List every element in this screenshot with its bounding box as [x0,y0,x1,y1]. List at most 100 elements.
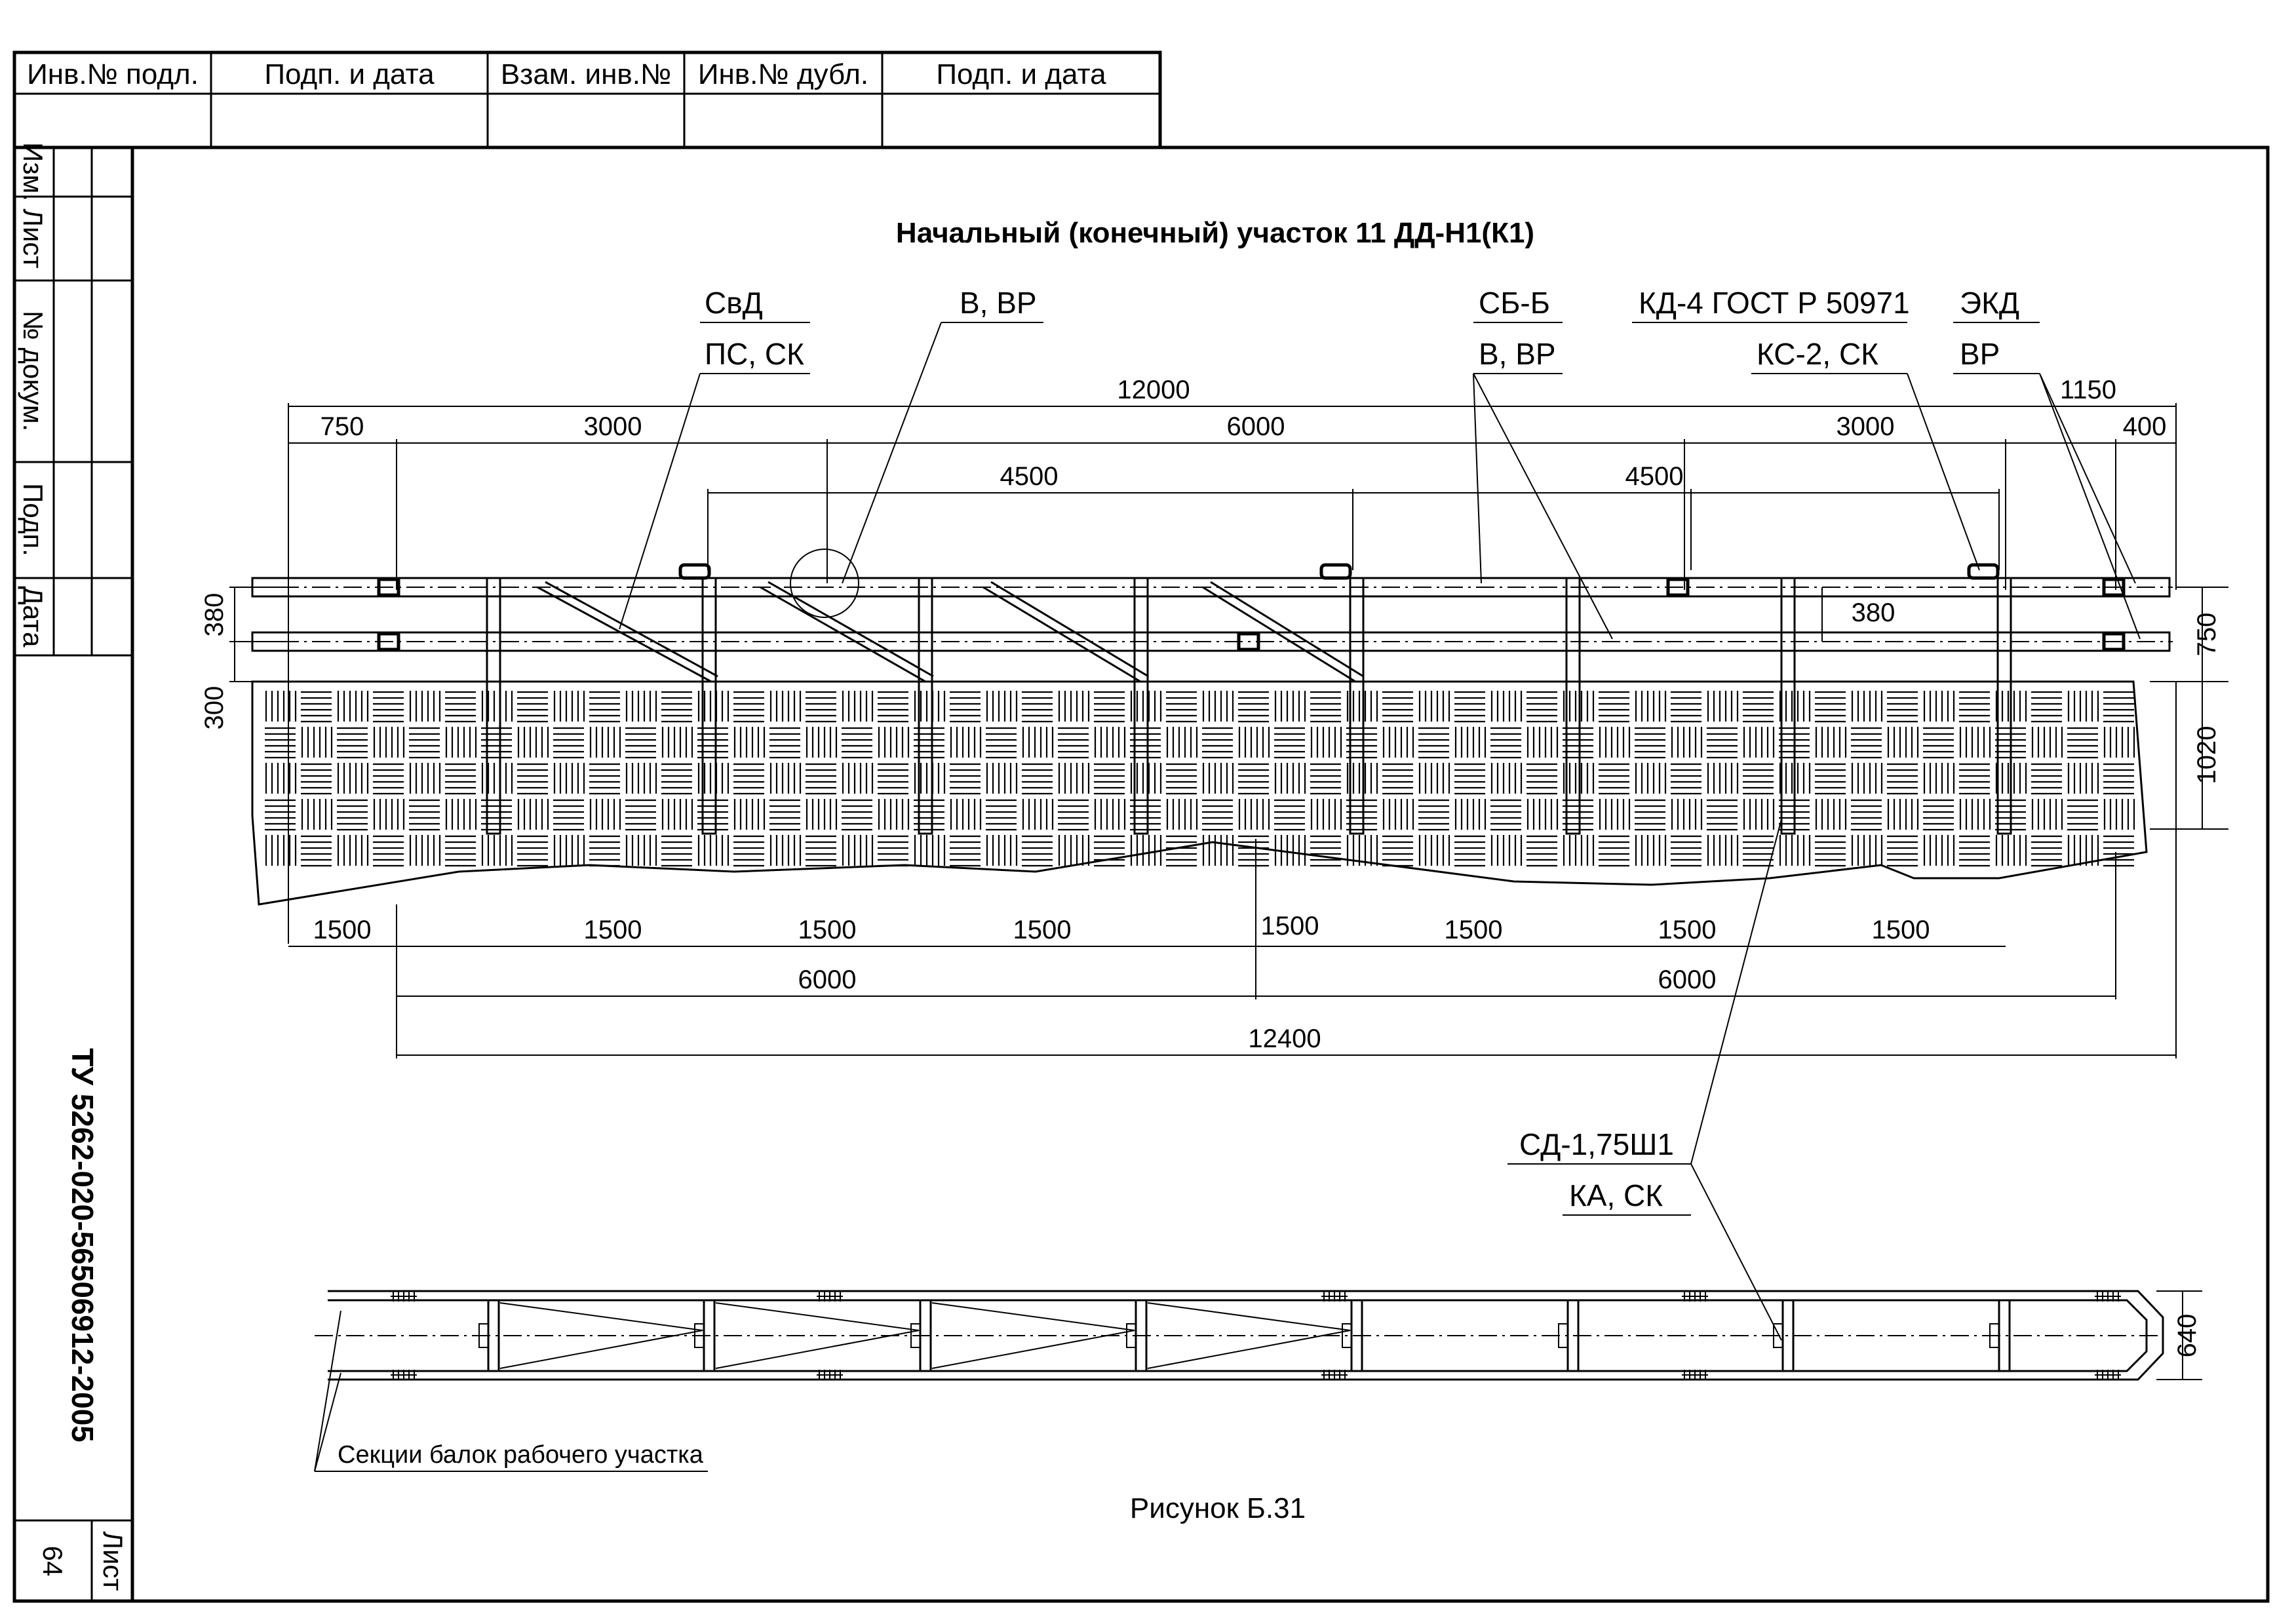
posts [486,577,2012,835]
hatch-block [1815,727,1847,758]
hatch-block [842,799,872,831]
hatch-block [589,727,621,758]
hatch-block [1058,691,1090,722]
hatch-block [1094,691,1125,723]
hatch-block [1418,799,1449,831]
hatch-block [661,727,693,758]
callout-ps-sk: ПС, СК [705,337,804,371]
hatch-block [842,763,874,794]
hatch-block [1887,727,1919,758]
hatch-block [1166,799,1198,830]
hatch-block [337,727,368,759]
dim-4500-left: 4500 [1000,462,1059,491]
hatch-block [1635,799,1665,831]
hatch-block [1599,727,1631,758]
drawing-title: Начальный (конечный) участок 11 ДД-Н1(К1… [896,217,1534,249]
dim-640: 640 [2173,1314,2202,1358]
hatch-block [1635,727,1665,759]
hatch-block [1058,763,1090,794]
dim-6000-left: 6000 [798,965,857,994]
hatch-block [2031,835,2062,867]
dimensions-bottom: 1500 1500 1500 1500 1500 1500 1500 1500 … [288,682,2177,1058]
hatch-block [1887,835,1918,867]
hatch-block [373,727,405,758]
hatch-block [1346,691,1378,722]
plan-post [487,1299,500,1372]
hatch-block [878,691,908,723]
hatch-block [1238,727,1270,758]
hatch-block [1923,835,1955,866]
hatch-block [1238,763,1269,795]
hatch-block [337,691,369,722]
hatch-block [1238,691,1269,723]
hatch-block [806,691,836,723]
post [701,577,717,835]
sheet-number: 64 [37,1546,68,1577]
hatch-block [1671,835,1701,867]
callout-ka-sk: КА, СК [1569,1178,1663,1212]
ground-hatch [265,691,2135,867]
plan-bracket [1558,1323,1568,1348]
hatch-block [625,799,656,831]
hatch-block [950,799,982,830]
hatch-block [1671,763,1701,795]
hatch-block [445,835,476,867]
callout-vr: ВР [1960,337,2000,371]
hatch-block [1058,727,1089,759]
hatch-block [950,763,981,795]
plan-post [1135,1299,1148,1372]
hatch-block [1707,835,1739,866]
hatch-block [769,799,800,831]
dimensions-vertical: 380 300 380 750 1020 [200,587,2228,830]
hatch-block [1923,727,1954,759]
rev-col-list: Лист [18,208,49,268]
hatch-block [445,763,476,795]
dim-300-left: 300 [200,686,229,730]
hatch-block [517,727,549,758]
hatch-block [373,763,404,795]
hatch-block [1599,763,1629,795]
hatch-block [1923,763,1955,794]
hatch-block [1346,727,1377,759]
hatch-block [1815,691,1846,723]
dim-1500-7: 1500 [1658,916,1717,944]
hatch-block [1815,799,1847,830]
hatch-block [986,691,1018,722]
hatch-block [1707,799,1738,831]
hatch-block [1526,727,1559,758]
plan-post [1998,1299,2011,1372]
hatch-block [1454,799,1487,830]
hatch-block [1707,763,1739,794]
post [918,577,933,835]
hatch-block [1454,835,1485,867]
hatch-block [2067,763,2099,794]
hatch-block [265,763,297,794]
hatch-block [842,691,874,722]
hatch-block [445,727,477,758]
hatch-block [301,835,332,867]
hatch-block [1743,763,1774,795]
hatch-block [2103,691,2134,723]
hatch-block [1274,763,1306,794]
plan-bolt-group [391,1291,417,1302]
hatch-block [986,763,1018,794]
hatch-block [517,799,549,830]
hatch-block [769,691,802,722]
hatch-block [2067,691,2099,722]
dim-6000-right: 6000 [1658,965,1717,994]
hatch-block [986,835,1018,866]
hatch-block [1382,727,1414,758]
hatch-block [733,835,764,867]
hatch-block [1454,691,1485,723]
post [1349,577,1365,835]
post [1133,577,1149,835]
hatch-block [769,763,802,794]
dim-3000-right: 3000 [1837,412,1895,441]
hatch-block [301,691,332,723]
hatch-block [661,763,692,795]
hatch-block [1454,727,1487,758]
rev-col-nodokum: № докум. [18,311,49,432]
dim-4500-right: 4500 [1625,462,1684,491]
hatch-block [1563,691,1595,722]
